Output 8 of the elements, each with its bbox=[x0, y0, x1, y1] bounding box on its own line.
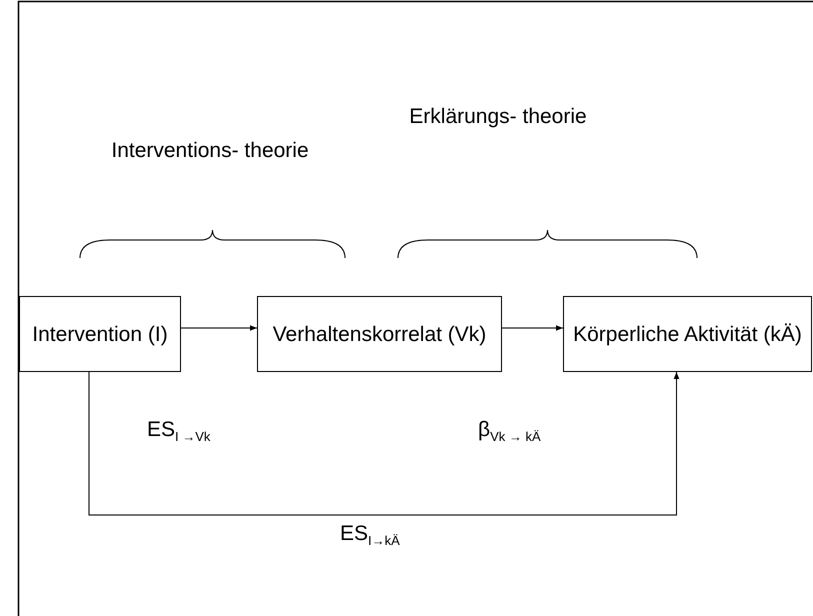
theory-label: Interventions- theorie bbox=[110, 138, 310, 164]
arrow bbox=[502, 325, 564, 331]
process-box: Körperliche Aktivität (kÄ) bbox=[563, 296, 812, 372]
theory-label: Erklärungs- theorie bbox=[408, 104, 588, 130]
process-box: Intervention (I) bbox=[19, 296, 181, 372]
process-box: Verhaltenskorrelat (Vk) bbox=[257, 296, 502, 372]
arrow bbox=[180, 325, 258, 331]
arrow bbox=[88, 372, 680, 516]
